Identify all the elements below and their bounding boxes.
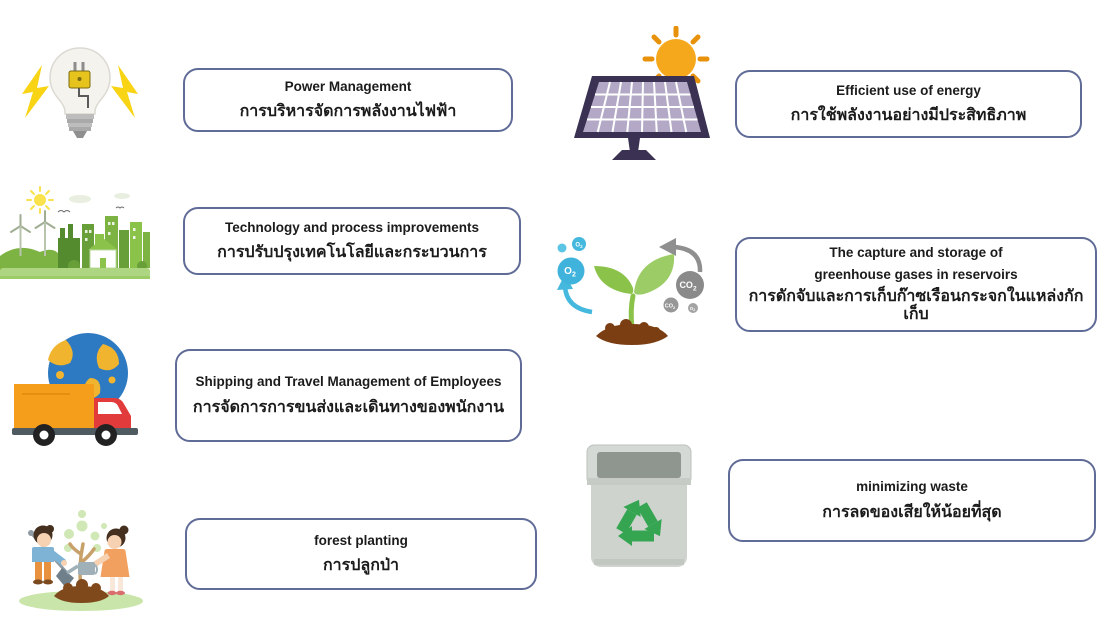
technology-process-box: Technology and process improvements การป… — [183, 207, 521, 275]
efficient-energy-box: Efficient use of energy การใช้พลังงานอย่… — [735, 70, 1082, 138]
box-title-en-line2: greenhouse gases in reservoirs — [814, 266, 1018, 282]
solar-panel-sun-icon — [556, 25, 712, 162]
svg-text:O2: O2 — [690, 306, 696, 312]
children-planting-tree-icon — [12, 488, 150, 614]
box-title-en: Shipping and Travel Management of Employ… — [195, 374, 502, 390]
box-title-en: Power Management — [284, 78, 412, 94]
forest-planting-box: forest planting การปลูกป่า — [185, 518, 537, 590]
svg-text:CO2: CO2 — [665, 304, 676, 311]
box-title-th: การใช้พลังงานอย่างมีประสิทธิภาพ — [790, 107, 1027, 125]
box-title-th: การจัดการการขนส่งและเดินทางของพนักงาน — [192, 398, 505, 416]
delivery-truck-globe-icon — [8, 328, 143, 450]
shipping-travel-box: Shipping and Travel Management of Employ… — [175, 349, 522, 442]
minimizing-waste-box: minimizing waste การลดของเสียให้น้อยที่ส… — [728, 459, 1096, 542]
svg-text:CO2: CO2 — [679, 280, 697, 293]
box-title-th: การลดของเสียให้น้อยที่สุด — [822, 503, 1002, 521]
box-title-th: การดักจับและการเก็บก๊าซเรือนกระจกในแหล่ง… — [748, 288, 1084, 324]
box-title-en: minimizing waste — [856, 479, 968, 495]
box-title-th: การบริหารจัดการพลังงานไฟฟ้า — [239, 103, 457, 121]
box-title-th: การปรับปรุงเทคโนโลยีและกระบวนการ — [217, 244, 487, 262]
plant-co2-o2-exchange-icon: O2 O2 CO2 CO2 O2 — [552, 228, 712, 354]
green-eco-city-icon — [0, 186, 150, 290]
box-title-en-line1: The capture and storage of — [829, 245, 1003, 261]
recycle-bin-icon — [584, 442, 694, 576]
box-title-en: forest planting — [314, 532, 408, 548]
svg-text:O2: O2 — [575, 243, 583, 250]
svg-text:O2: O2 — [564, 266, 576, 279]
lightbulb-plug-bolts-icon — [15, 38, 145, 150]
box-title-en: Efficient use of energy — [836, 82, 981, 98]
box-title-en: Technology and process improvements — [224, 219, 480, 235]
box-title-th: การปลูกป่า — [322, 557, 400, 575]
ghg-capture-storage-box: The capture and storage of greenhouse ga… — [735, 237, 1097, 332]
power-management-box: Power Management การบริหารจัดการพลังงานไ… — [183, 68, 513, 132]
